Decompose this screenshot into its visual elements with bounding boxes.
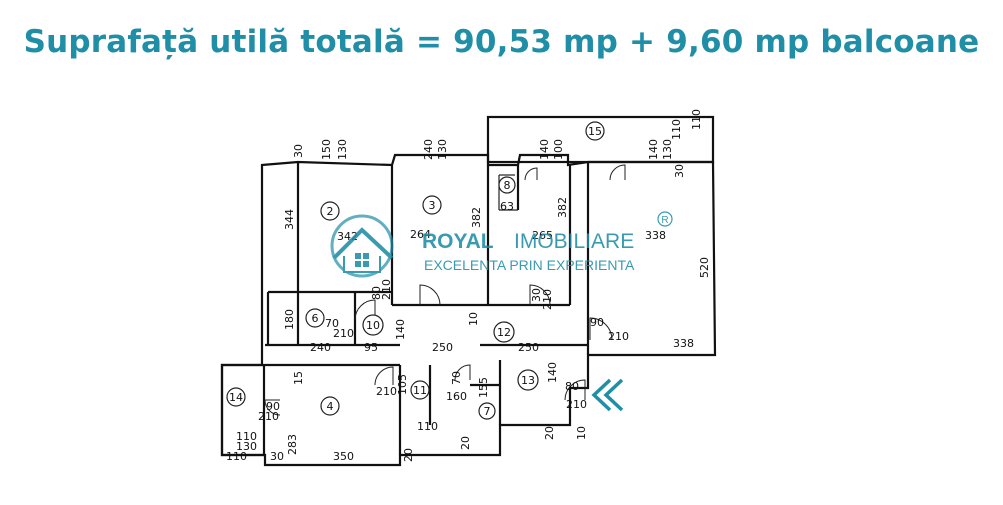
dimension-label: 70: [450, 371, 463, 385]
room-2-label: 2: [327, 205, 334, 218]
balcony-14-outline: [220, 363, 266, 457]
dimension-label: 110: [417, 420, 438, 433]
dimension-label: 250: [432, 341, 453, 354]
room-8-marker: 8: [498, 176, 516, 194]
dimension-label: 105: [396, 374, 409, 395]
dimension-label: 20: [402, 448, 415, 462]
dimension-label: 30: [292, 144, 305, 158]
room-7-label: 7: [484, 405, 491, 418]
room-12-marker: 12: [493, 321, 515, 343]
dimension-label: 210: [376, 385, 397, 398]
room-10-label: 10: [366, 319, 380, 332]
watermark-logo-icon: [330, 214, 394, 278]
dimension-label: 382: [470, 207, 483, 228]
dimension-label: 110: [226, 450, 247, 463]
room-4-label: 4: [327, 400, 334, 413]
room-7-marker: 7: [478, 402, 496, 420]
dimension-label: 63: [500, 200, 514, 213]
room-11-label: 11: [413, 384, 427, 397]
room-3-label: 3: [429, 199, 436, 212]
room-15-marker: 15: [585, 121, 605, 141]
headline: Suprafață utilă totală = 90,53 mp + 9,60…: [23, 24, 980, 60]
dimension-label: 130: [661, 139, 674, 160]
dimension-label: 344: [283, 209, 296, 230]
door-swings: [264, 164, 626, 416]
dimension-label: 250: [518, 341, 539, 354]
dimension-label: 100: [552, 139, 565, 160]
dimension-label: 130: [436, 139, 449, 160]
dimension-label: 264: [410, 228, 431, 241]
dimension-label: 140: [647, 139, 660, 160]
dimension-label: 210: [258, 410, 279, 423]
dimension-label: 338: [645, 229, 666, 242]
dimension-label: 110: [236, 430, 257, 443]
room-6-marker: 6: [305, 308, 325, 328]
room-4-marker: 4: [320, 396, 340, 416]
watermark-brand-royal: ROYAL: [422, 230, 494, 253]
room-6-label: 6: [312, 312, 319, 325]
room-14-marker: 14: [226, 387, 246, 407]
dimension-label: 210: [608, 330, 629, 343]
room-13-label: 13: [521, 374, 535, 387]
registered-mark-icon: [657, 211, 673, 227]
dimension-label: 10: [467, 312, 480, 326]
dimension-label: 240: [422, 139, 435, 160]
dimension-label: 382: [556, 197, 569, 218]
dimension-labels: 30 150 130 240 130 140 100 110 140 130 3…: [226, 109, 711, 463]
dimension-label: 20: [459, 436, 472, 450]
dimension-label: 30: [530, 288, 543, 302]
room-numbers: 15 8 2 3 6 10 12 4 11 13 14 7: [226, 121, 605, 420]
dimension-label: 210: [380, 279, 393, 300]
room-10-marker: 10: [362, 314, 384, 336]
dimension-label: 70: [325, 317, 339, 330]
watermark-slogan: EXCELENTA PRIN EXPERIENTA: [424, 257, 635, 273]
dimension-label: 110: [670, 119, 683, 140]
dimension-label: 30: [270, 450, 284, 463]
room-12-label: 12: [497, 326, 511, 339]
dimension-label: 140: [546, 362, 559, 383]
dimension-label: 80: [565, 380, 579, 393]
watermark-brand-imobiliare: IMOBILIARE: [514, 230, 634, 253]
dimension-label: 15: [292, 371, 305, 385]
registered-mark-letter: R: [661, 215, 668, 226]
room-3-marker: 3: [422, 195, 442, 215]
watermark: ROYAL IMOBILIARE EXCELENTA PRIN EXPERIEN…: [330, 211, 673, 278]
dimension-label: 520: [698, 257, 711, 278]
interior-walls: [265, 162, 590, 455]
dimension-label: 110: [690, 109, 703, 130]
room-11-marker: 11: [410, 380, 430, 400]
balcony-15-outline: [486, 115, 715, 164]
room-13-marker: 13: [517, 369, 539, 391]
dimension-label: 265: [532, 229, 553, 242]
dimension-label: 80: [370, 286, 383, 300]
dimension-label: 90: [266, 400, 280, 413]
dimension-label: 30: [673, 164, 686, 178]
dimension-label: 10: [575, 426, 588, 440]
dimension-label: 155: [477, 377, 490, 398]
dimension-label: 180: [283, 309, 296, 330]
dimension-label: 283: [286, 434, 299, 455]
dimension-label: 95: [364, 341, 378, 354]
room-8-label: 8: [504, 179, 511, 192]
dimension-label: 240: [310, 341, 331, 354]
dimension-label: 210: [541, 289, 554, 310]
dimension-label: 130: [236, 440, 257, 453]
dimension-label: 140: [394, 319, 407, 340]
room-14-label: 14: [229, 391, 243, 404]
dimension-label: 130: [336, 139, 349, 160]
dimension-label: 140: [538, 139, 551, 160]
dimension-label: 350: [333, 450, 354, 463]
dimension-label: 90: [590, 316, 604, 329]
entrance-arrow-icon: [591, 378, 624, 412]
dimension-label: 338: [673, 337, 694, 350]
room-2-marker: 2: [320, 201, 340, 221]
dimension-label: 150: [320, 139, 333, 160]
room-15-label: 15: [588, 125, 602, 138]
dimension-label: 160: [446, 390, 467, 403]
dimension-label: 210: [333, 327, 354, 340]
dimension-label: 20: [543, 426, 556, 440]
dimension-label: 210: [566, 398, 587, 411]
